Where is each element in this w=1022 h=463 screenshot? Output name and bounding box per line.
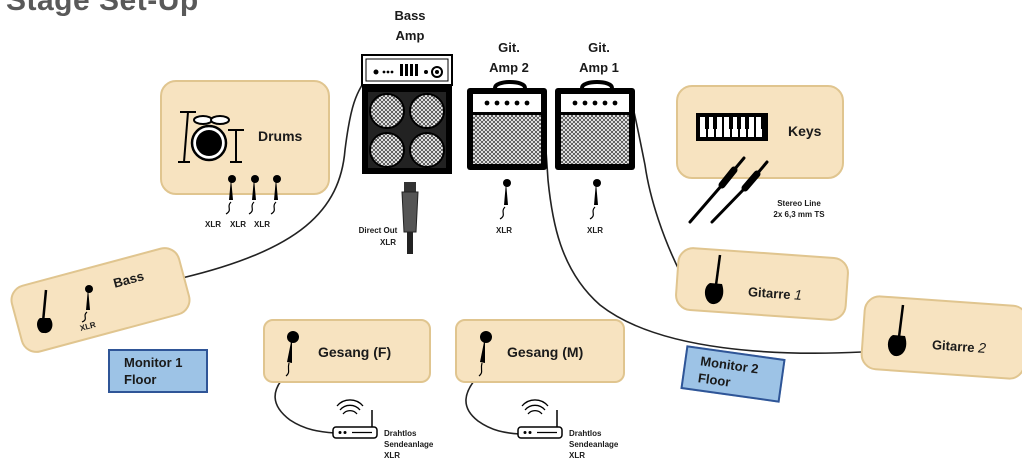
- drums-label: Drums: [258, 128, 303, 144]
- microphone-icon: [499, 179, 511, 220]
- page-title: Stage Set-Up: [6, 0, 199, 17]
- microphone-icon: [248, 175, 259, 215]
- monitor-1: Monitor 1 Floor: [108, 349, 208, 393]
- cable-guitar1: [633, 111, 681, 273]
- stereo-line-line1: Stereo Line: [777, 199, 821, 208]
- monitor-1-line2: Floor: [124, 372, 157, 387]
- cable-bass: [181, 71, 373, 279]
- vocal-f-label: Gesang (F): [318, 344, 392, 360]
- wireless-m-line2: Sendeanlage: [569, 440, 619, 449]
- direct-out-line1: Direct Out: [358, 226, 398, 235]
- wireless-m-line1: Drahtlos: [569, 429, 602, 438]
- git-amp2-label-line1: Git.: [498, 40, 520, 55]
- wireless-f-line3: XLR: [384, 451, 400, 460]
- drum-xlr-2: XLR: [230, 220, 246, 229]
- keys-label: Keys: [788, 123, 822, 139]
- stereo-line-label: Stereo Line 2x 6,3 mm TS: [764, 198, 834, 220]
- direct-out-line2: XLR: [380, 238, 396, 247]
- git-amp1-label: Git. Amp 1: [564, 38, 634, 78]
- drums-station: [160, 80, 330, 195]
- bass-amp-label-line1: Bass: [394, 8, 426, 23]
- wireless-m-line3: XLR: [569, 451, 585, 460]
- git-amp1-label-line2: Amp 1: [579, 60, 619, 75]
- git-amp2-label: Git. Amp 2: [474, 38, 544, 78]
- microphone-icon: [225, 175, 236, 215]
- bass-amp-label-line2: Amp: [395, 28, 425, 43]
- drum-xlr-1: XLR: [205, 220, 221, 229]
- bass-amp-label: Bass Amp: [380, 6, 440, 46]
- wireless-m-label: Drahtlos Sendeanlage XLR: [569, 428, 618, 461]
- cable-wireless-m: [465, 375, 521, 435]
- stereo-line-line2: 2x 6,3 mm TS: [773, 210, 825, 219]
- direct-out-label: Direct Out XLR: [352, 225, 404, 249]
- wireless-f-line1: Drahtlos: [384, 429, 417, 438]
- wireless-f-label: Drahtlos Sendeanlage XLR: [384, 428, 433, 461]
- wireless-f-line2: Sendeanlage: [384, 440, 434, 449]
- git-amp1-xlr: XLR: [587, 226, 603, 235]
- microphone-icon: [81, 285, 93, 323]
- monitor-1-line1: Monitor 1: [124, 355, 183, 370]
- microphone-icon: [589, 179, 601, 220]
- git-amp1-label-line1: Git.: [588, 40, 610, 55]
- git-amp2-label-line2: Amp 2: [489, 60, 529, 75]
- drum-xlr-3: XLR: [254, 220, 270, 229]
- cable-wireless-f: [274, 375, 336, 434]
- git-amp2-xlr: XLR: [496, 226, 512, 235]
- microphone-icon: [270, 175, 281, 215]
- vocal-m-label: Gesang (M): [507, 344, 584, 360]
